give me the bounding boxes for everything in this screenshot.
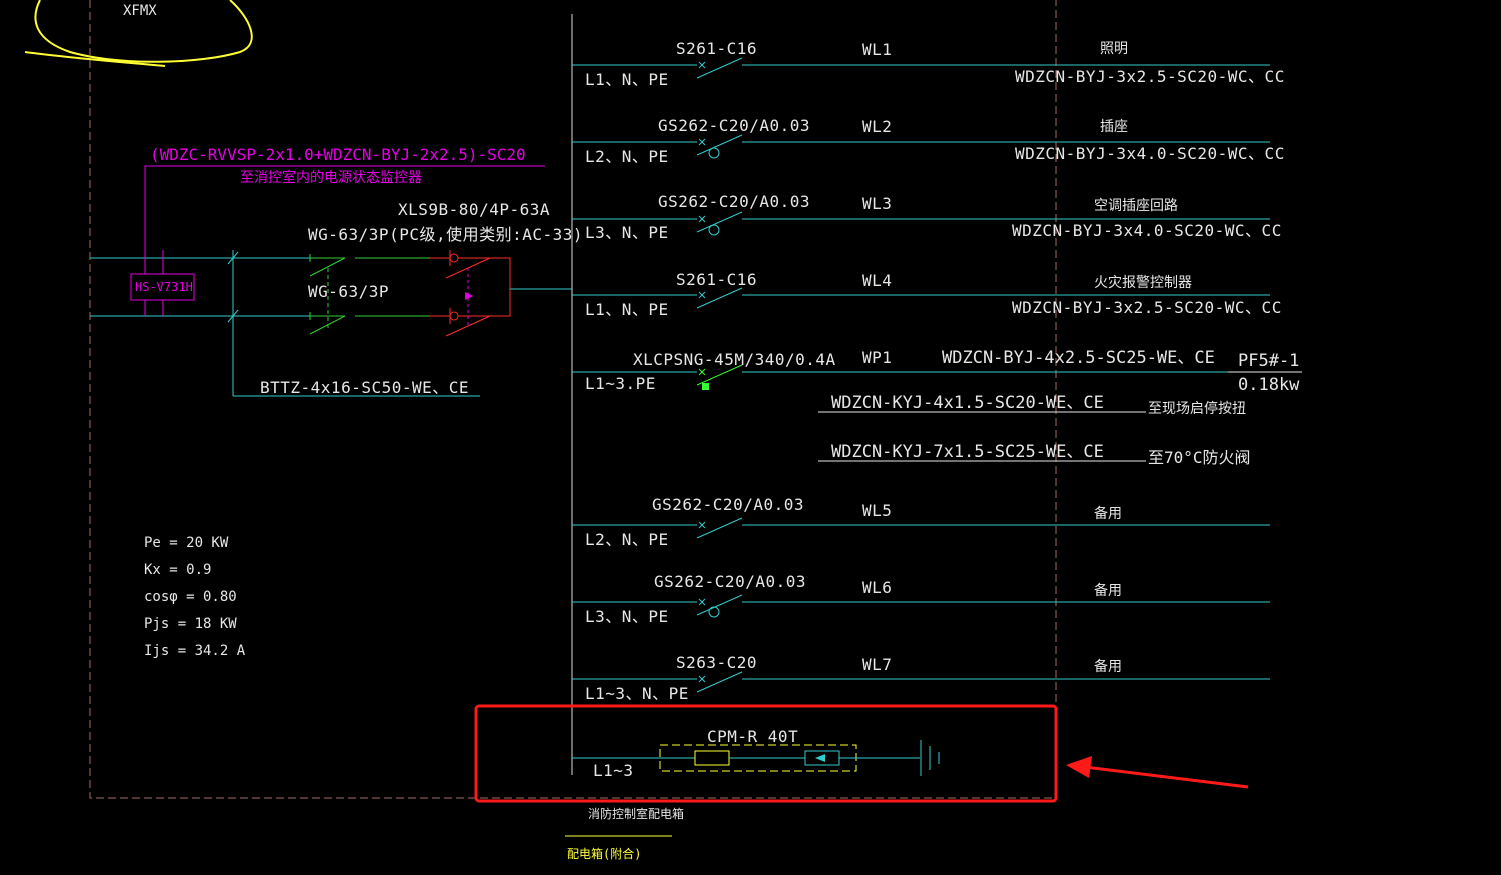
circuit-wp1-lines xyxy=(572,364,1302,462)
incoming-cable-label: BTTZ-4x16-SC50-WE、CE xyxy=(260,378,470,397)
circuit-phase: L2、N、PE xyxy=(585,530,669,549)
freehand-mark xyxy=(34,0,253,63)
circuit-id: WP1 xyxy=(862,348,893,367)
circuit-phase: L1~3.PE xyxy=(585,374,656,393)
monitor-cable-label: (WDZC-RVVSP-2x1.0+WDZCN-BYJ-2x2.5)-SC20 xyxy=(150,145,526,164)
circuit-wl5-lines xyxy=(572,517,1270,539)
circuit-use: 插座 xyxy=(1100,119,1128,135)
monitor-device-box xyxy=(130,273,195,301)
circuit-id: WL2 xyxy=(862,117,893,136)
circuit-phase: L1~3、N、PE xyxy=(585,684,689,703)
circuit-use: 空调插座回路 xyxy=(1094,198,1178,214)
circuit-wl2-lines xyxy=(572,134,1270,159)
wp1-control-cable: WDZCN-KYJ-4x1.5-SC20-WE、CE xyxy=(831,393,1104,413)
load-kx: Kx = 0.9 xyxy=(144,562,212,578)
load-ijs: Ijs = 34.2 A xyxy=(144,643,246,659)
circuit-cable: WDZCN-BYJ-3x4.0-SC20-WC、CC xyxy=(1015,144,1285,163)
circuit-phase: L1、N、PE xyxy=(585,300,669,319)
circuit-id: WL3 xyxy=(862,194,893,213)
circuit-cable: WDZCN-BYJ-3x2.5-SC20-WC、CC xyxy=(1015,67,1285,86)
circuit-breaker: GS262-C20/A0.03 xyxy=(658,192,810,211)
circuit-breaker: S261-C16 xyxy=(676,270,758,289)
circuit-breaker: GS262-C20/A0.03 xyxy=(658,116,810,135)
circuit-use: 备用 xyxy=(1094,659,1122,675)
circuit-id: WL1 xyxy=(862,40,893,59)
circuit-wl1-lines xyxy=(572,57,1270,79)
circuit-wl4-lines xyxy=(572,287,1270,309)
main-switch-label: WG-63/3P(PC级,使用类别:AC-33) xyxy=(308,225,584,244)
panel-frame xyxy=(89,0,1057,799)
spd-phase: L1~3 xyxy=(593,761,634,780)
panel-name: XFMX xyxy=(123,3,157,19)
wp1-power: 0.18kw xyxy=(1238,375,1300,395)
circuit-id: WL6 xyxy=(862,578,893,597)
spd-circuit xyxy=(572,740,940,776)
circuit-id: WL5 xyxy=(862,501,893,520)
monitor-note: 至消控室内的电源状态监控器 xyxy=(240,170,422,186)
circuit-phase: L1、N、PE xyxy=(585,70,669,89)
circuit-phase: L3、N、PE xyxy=(585,223,669,242)
wp1-damper-cable: WDZCN-KYJ-7x1.5-SC25-WE、CE xyxy=(831,442,1104,462)
highlight-arrow xyxy=(1084,765,1249,789)
load-pe: Pe = 20 KW xyxy=(144,535,229,551)
circuit-breaker: S263-C20 xyxy=(676,653,758,672)
circuit-id: WL4 xyxy=(862,271,893,290)
circuit-cable: WDZCN-BYJ-3x2.5-SC20-WC、CC xyxy=(1012,298,1282,317)
load-cos: cosφ = 0.80 xyxy=(144,589,237,605)
highlight-box xyxy=(474,704,1058,803)
circuit-use: 火灾报警控制器 xyxy=(1094,275,1192,291)
circuit-breaker: XLCPSNG-45M/340/0.4A xyxy=(633,350,836,369)
panel-subtitle: 配电箱(附合) xyxy=(567,847,642,861)
isolator-label: WG-63/3P xyxy=(308,282,390,301)
circuit-use: 备用 xyxy=(1094,506,1122,522)
circuit-phase: L2、N、PE xyxy=(585,147,669,166)
circuit-wl3-lines xyxy=(572,211,1270,236)
wp1-control-note: 至现场启停按扭 xyxy=(1148,401,1246,417)
circuit-id: WL7 xyxy=(862,655,893,674)
panel-title: 消防控制室配电箱 xyxy=(588,807,685,821)
circuit-cable: WDZCN-BYJ-4x2.5-SC25-WE、CE xyxy=(942,348,1215,368)
circuit-cable: WDZCN-BYJ-3x4.0-SC20-WC、CC xyxy=(1012,221,1282,240)
circuit-use: 照明 xyxy=(1100,41,1128,57)
circuit-breaker: S261-C16 xyxy=(676,39,758,58)
circuit-breaker: GS262-C20/A0.03 xyxy=(652,495,804,514)
spd-model: CPM-R 40T xyxy=(707,727,799,746)
circuit-wl6-lines xyxy=(572,594,1270,618)
circuit-wl7-lines xyxy=(572,671,1270,693)
wp1-target: PF5#-1 xyxy=(1238,351,1300,371)
circuit-phase: L3、N、PE xyxy=(585,607,669,626)
load-pjs: Pjs = 18 KW xyxy=(144,616,237,632)
circuit-use: 备用 xyxy=(1094,583,1122,599)
main-breaker-model: XLS9B-80/4P-63A xyxy=(398,200,550,219)
wp1-damper-note: 至70°C防火阀 xyxy=(1148,448,1251,467)
monitor-device-label: HS-V731H xyxy=(135,280,193,294)
freehand-mark-tail xyxy=(24,51,166,67)
circuit-breaker: GS262-C20/A0.03 xyxy=(654,572,806,591)
